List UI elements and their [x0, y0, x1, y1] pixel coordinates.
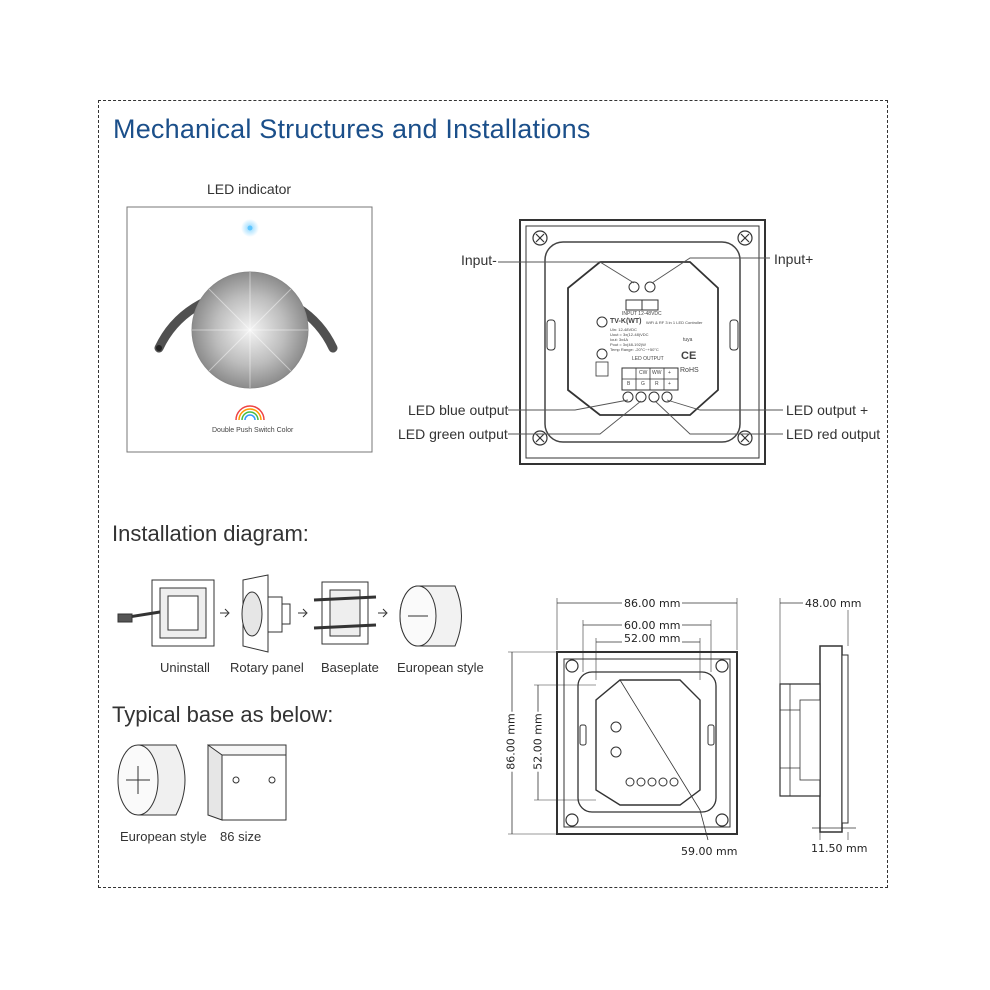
- dim-panel-thickness: 11.50 mm: [811, 842, 868, 855]
- step-rotary-panel: Rotary panel: [230, 660, 304, 675]
- input-plus-label: Input+: [774, 251, 814, 267]
- led-green-label: LED green output: [398, 426, 508, 442]
- dimension-drawing: [508, 598, 738, 841]
- side-view: [779, 598, 856, 840]
- typical-base-heading: Typical base as below:: [112, 702, 334, 727]
- installation-sequence: [117, 574, 462, 653]
- step-baseplate: Baseplate: [321, 660, 379, 675]
- back-view: [498, 219, 783, 465]
- panel-caption: Double Push Switch Color: [212, 427, 294, 434]
- tuya-badge: tuya: [683, 337, 693, 343]
- page-title: Mechanical Structures and Installations: [113, 114, 591, 144]
- module-spec-0: Uin: 12-48VDC: [610, 327, 637, 332]
- front-panel: [126, 206, 373, 453]
- input-minus-label: Input-: [461, 252, 497, 268]
- led-indicator-label: LED indicator: [207, 181, 292, 197]
- led-output-plus-label: LED output +: [786, 402, 869, 418]
- ce-badge: CE: [681, 350, 697, 362]
- module-spec-2: Iout: 3x4A: [610, 337, 629, 342]
- module-terminal-g: G: [641, 381, 645, 387]
- module-desc: WiFi & RF 3 in 1 LED Controller: [646, 320, 703, 325]
- dashed-frame: [98, 100, 888, 888]
- module-led-output-label: LED OUTPUT: [632, 356, 664, 362]
- module-terminal-plus-top: +: [668, 370, 671, 376]
- module-spec-3: Pout = 3x(48-192)W: [610, 342, 646, 347]
- rohs-badge: RoHS: [680, 367, 699, 374]
- led-red-label: LED red output: [786, 426, 881, 442]
- rainbow-icon: [235, 405, 265, 421]
- module-spec-1: Uout = 3x(12-48)VDC: [610, 332, 649, 337]
- dim-height-inner: 52.00 mm: [531, 711, 545, 772]
- dim-width-inner: 52.00 mm: [622, 632, 683, 645]
- module-terminal-plus-bottom: +: [668, 381, 671, 387]
- base-86-size: 86 size: [220, 829, 262, 844]
- typical-bases: [117, 744, 287, 821]
- dim-width-outer: 86.00 mm: [622, 597, 683, 610]
- dim-width-mid: 60.00 mm: [622, 619, 683, 632]
- dim-depth: 48.00 mm: [803, 597, 864, 610]
- led-blue-label: LED blue output: [408, 402, 509, 418]
- module-terminal-b: B: [627, 381, 631, 387]
- module-terminal-cw: CW: [639, 370, 648, 376]
- dim-height-outer: 86.00 mm: [504, 711, 518, 772]
- step-uninstall: Uninstall: [160, 660, 210, 675]
- module-terminal-r: R: [655, 381, 659, 387]
- rotary-knob: [191, 271, 309, 389]
- dim-diagonal: 59.00 mm: [681, 845, 738, 858]
- module-terminal-ww: WW: [652, 370, 662, 376]
- module-input-label: INPUT 12-48VDC: [622, 311, 662, 317]
- installation-heading: Installation diagram:: [112, 521, 309, 546]
- module-spec-4: Temp Range: -20°C~+50°C: [610, 347, 659, 352]
- base-european-style: European style: [120, 829, 207, 844]
- module-model: TV-K(WT): [610, 318, 642, 325]
- step-european-style: European style: [397, 660, 484, 675]
